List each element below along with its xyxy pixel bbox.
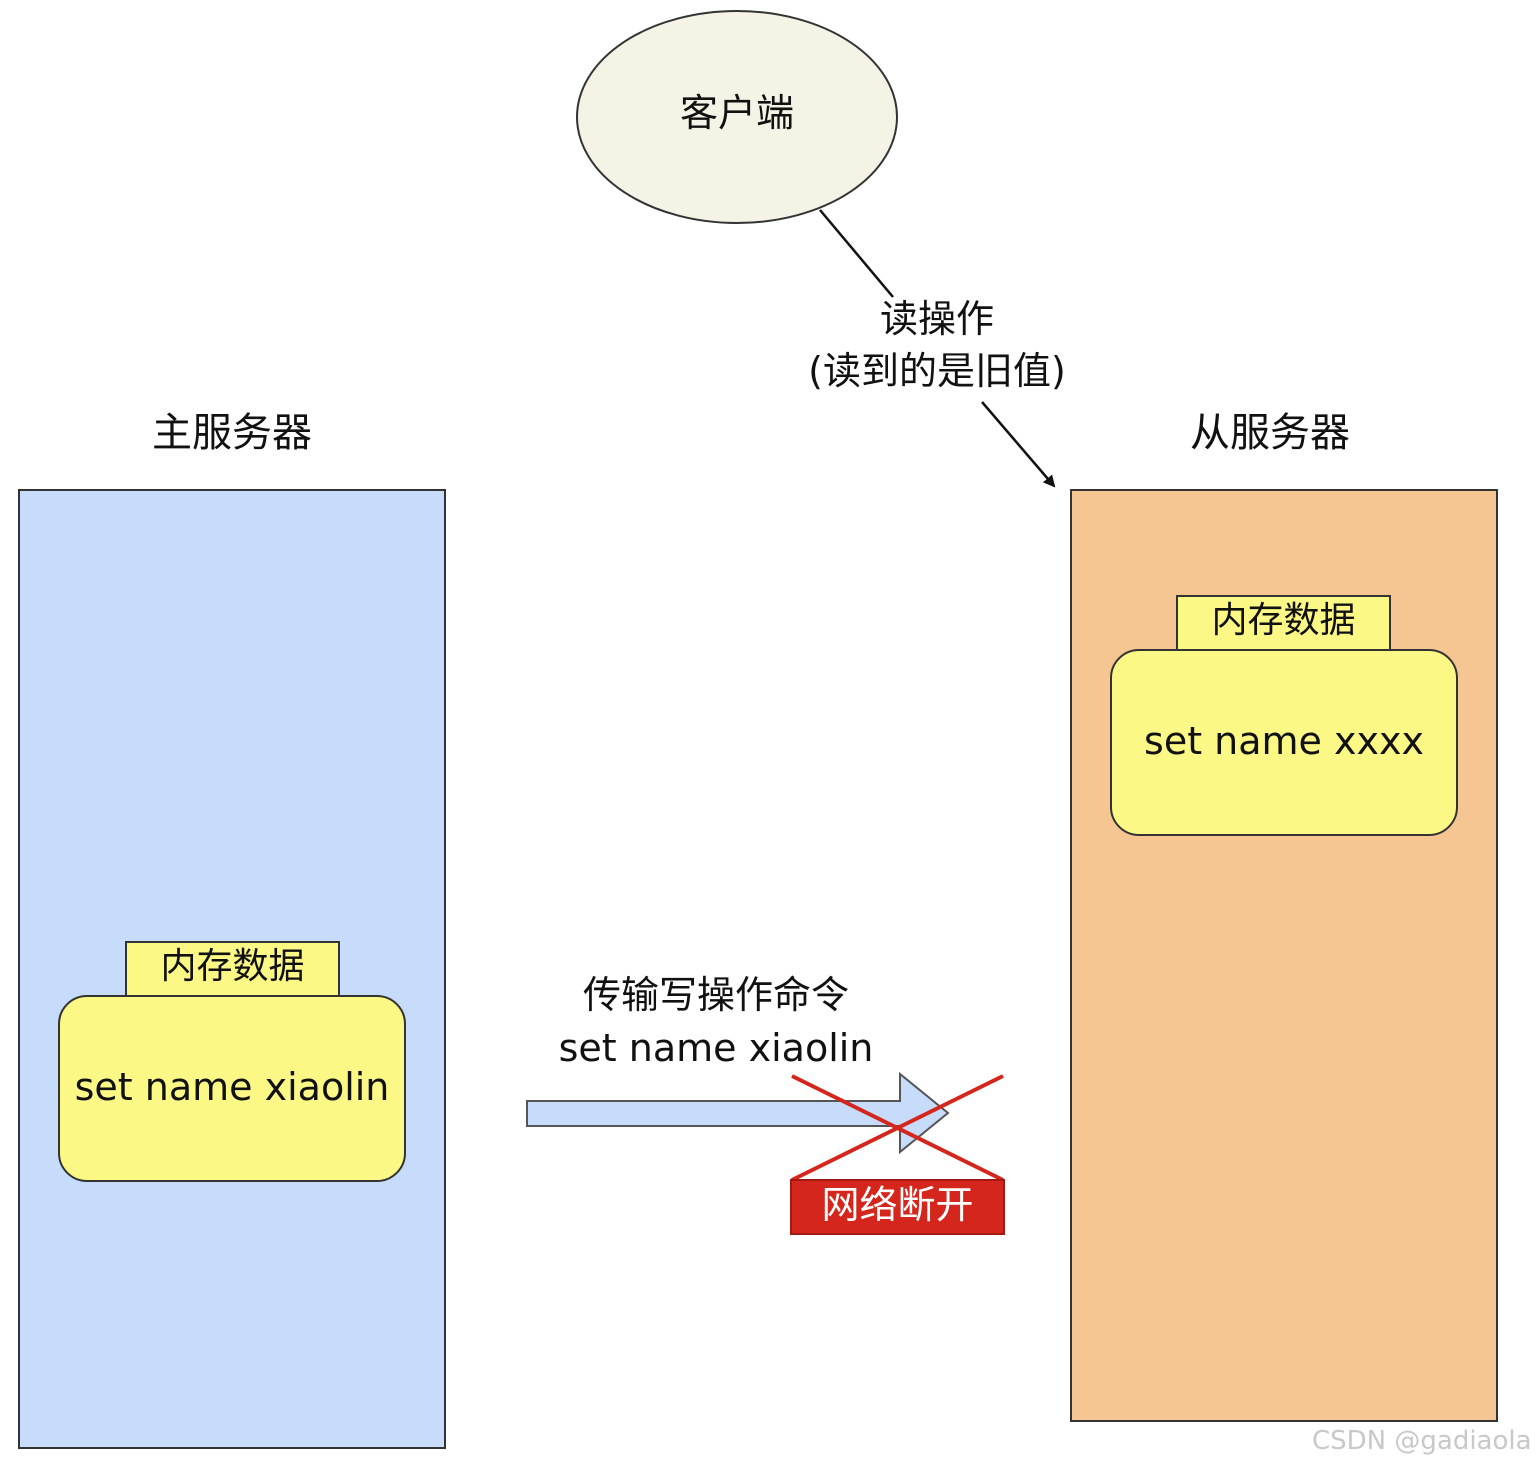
transfer-arrow	[526, 1071, 950, 1155]
master-memory-data-text: set name xiaolin	[74, 1065, 390, 1109]
master-memory-tab-label: 内存数据	[160, 946, 305, 987]
replica-memory-data-text: set name xxxx	[1144, 719, 1424, 763]
transfer-label-line1: 传输写操作命令	[582, 973, 849, 1017]
disconnect-badge	[790, 1179, 1005, 1235]
read-edge-label-line2: (读到的是旧值)	[808, 349, 1066, 393]
disconnect-label: 网络断开	[821, 1183, 974, 1227]
transfer-label-line2: set name xiaolin	[558, 1026, 874, 1070]
replica-memory-box	[1110, 649, 1458, 836]
read-edge-lower	[981, 401, 1056, 488]
read-edge-upper	[819, 209, 894, 298]
watermark: CSDN @gadiaola	[1312, 1426, 1532, 1456]
master-server-title: 主服务器	[152, 410, 312, 456]
master-memory-box	[58, 995, 406, 1182]
replica-memory-tab-label: 内存数据	[1211, 600, 1356, 641]
client-ellipse	[576, 10, 898, 224]
read-edge-label-line1: 读操作	[879, 297, 994, 341]
replica-server-title: 从服务器	[1190, 410, 1350, 456]
disconnect-cross-line-2	[791, 1074, 1004, 1182]
client-label: 客户端	[679, 91, 794, 135]
